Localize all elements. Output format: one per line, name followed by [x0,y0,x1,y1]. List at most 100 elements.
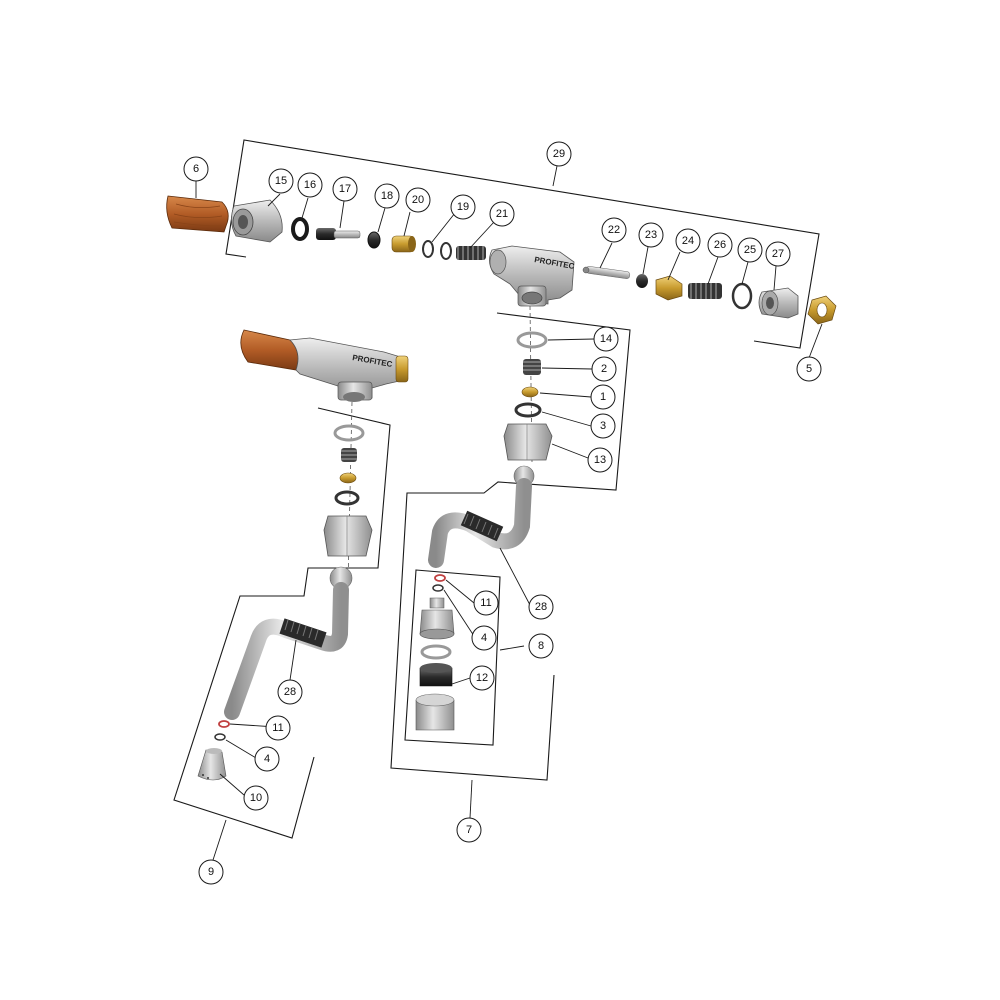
svg-text:5: 5 [806,363,812,375]
callout-5: 5 [796,356,822,382]
callout-2: 2 [591,356,617,382]
callout-4-left: 4 [254,746,280,772]
steam-wand-pipe-part-28-left [224,582,349,720]
callout-20: 20 [405,187,431,213]
svg-text:26: 26 [714,239,726,251]
callout-7: 7 [456,817,482,843]
seal-part-18 [367,231,381,249]
svg-text:18: 18 [381,190,393,202]
svg-text:9: 9 [208,866,214,878]
svg-text:20: 20 [412,194,424,206]
callout-21: 21 [489,201,515,227]
svg-text:8: 8 [538,640,544,652]
oring-part-3 [514,402,542,418]
tip-insert-right [419,597,455,640]
callout-14: 14 [593,326,619,352]
seal-part-23 [636,274,648,288]
svg-text:10: 10 [250,792,262,804]
callout-18: 18 [374,183,400,209]
svg-text:28: 28 [284,686,296,698]
callout-29: 29 [546,141,572,167]
svg-text:4: 4 [481,632,487,644]
callout-27: 27 [765,241,791,267]
assembled-valve-left: PROFITEC [240,329,409,402]
svg-text:28: 28 [535,601,547,613]
pin-part-22 [582,266,631,279]
spring-left [341,448,357,462]
washer-part-19b [440,242,452,260]
callout-1: 1 [590,384,616,410]
callout-8: 8 [528,633,554,659]
steam-wand-pipe-part-28-right [428,478,532,568]
callout-28-right: 28 [528,594,554,620]
callout-19: 19 [450,194,476,220]
valve-body-top: PROFITEC [489,245,575,307]
svg-text:29: 29 [553,148,565,160]
svg-text:25: 25 [744,244,756,256]
svg-text:13: 13 [594,454,606,466]
oring-left [334,490,360,506]
oring-part-11-right [434,574,446,582]
stem-part-17 [316,228,361,240]
callout-12: 12 [469,665,495,691]
nozzle-tip-part-10 [197,748,227,781]
svg-text:23: 23 [645,229,657,241]
callout-13: 13 [587,447,613,473]
brass-hex-nut-part-5 [807,295,837,325]
hex-nut-part-13 [503,423,553,461]
callout-16: 16 [297,172,323,198]
brass-ring-part-1 [521,386,539,398]
callout-6: 6 [183,156,209,182]
callout-4-right: 4 [471,625,497,651]
svg-text:17: 17 [339,183,351,195]
svg-text:4: 4 [264,753,270,765]
svg-text:12: 12 [476,672,488,684]
bracket-29 [225,139,820,349]
svg-text:22: 22 [608,224,620,236]
washer-part-25 [731,282,753,310]
callout-17: 17 [332,176,358,202]
nozzle-cap-right [415,693,455,731]
callout-23: 23 [638,222,664,248]
svg-text:1: 1 [600,391,606,403]
hex-nut-left [323,515,373,557]
oring-part-16 [291,217,309,241]
svg-text:2: 2 [601,363,607,375]
svg-text:11: 11 [480,597,491,609]
oring-part-4-left [214,733,226,741]
callout-26: 26 [707,232,733,258]
svg-text:7: 7 [466,824,472,836]
fitting-part-27 [758,287,799,319]
spring-part-21 [456,246,486,260]
svg-text:11: 11 [272,722,283,734]
callout-9: 9 [198,859,224,885]
washer-part-19a [422,240,434,258]
wooden-knob-part-6 [166,195,229,233]
callout-15: 15 [268,168,294,194]
svg-text:21: 21 [496,208,508,220]
callout-3: 3 [590,413,616,439]
washer-left-top [333,424,365,442]
callout-28-left: 28 [277,679,303,705]
washer-part-14 [516,331,548,349]
svg-text:27: 27 [772,248,784,260]
callout-25: 25 [737,237,763,263]
brass-nut-part-24 [655,275,683,301]
svg-text:16: 16 [304,179,316,191]
spring-part-2 [523,359,541,375]
leader-lines [195,165,823,861]
oring-part-11-left [218,720,230,728]
callout-10: 10 [243,785,269,811]
axis-line-right [529,305,533,463]
oring-part-4-right [432,584,444,592]
nozzle-insert-part-12 [419,663,453,687]
callout-11-left: 11 [265,715,291,741]
callout-22: 22 [601,217,627,243]
bracket-9 [173,407,391,839]
brass-ring-left [339,472,357,484]
svg-text:15: 15 [275,175,287,187]
svg-text:24: 24 [682,235,694,247]
ring-part-8-washer [420,644,452,660]
bracket-7 [390,312,631,781]
